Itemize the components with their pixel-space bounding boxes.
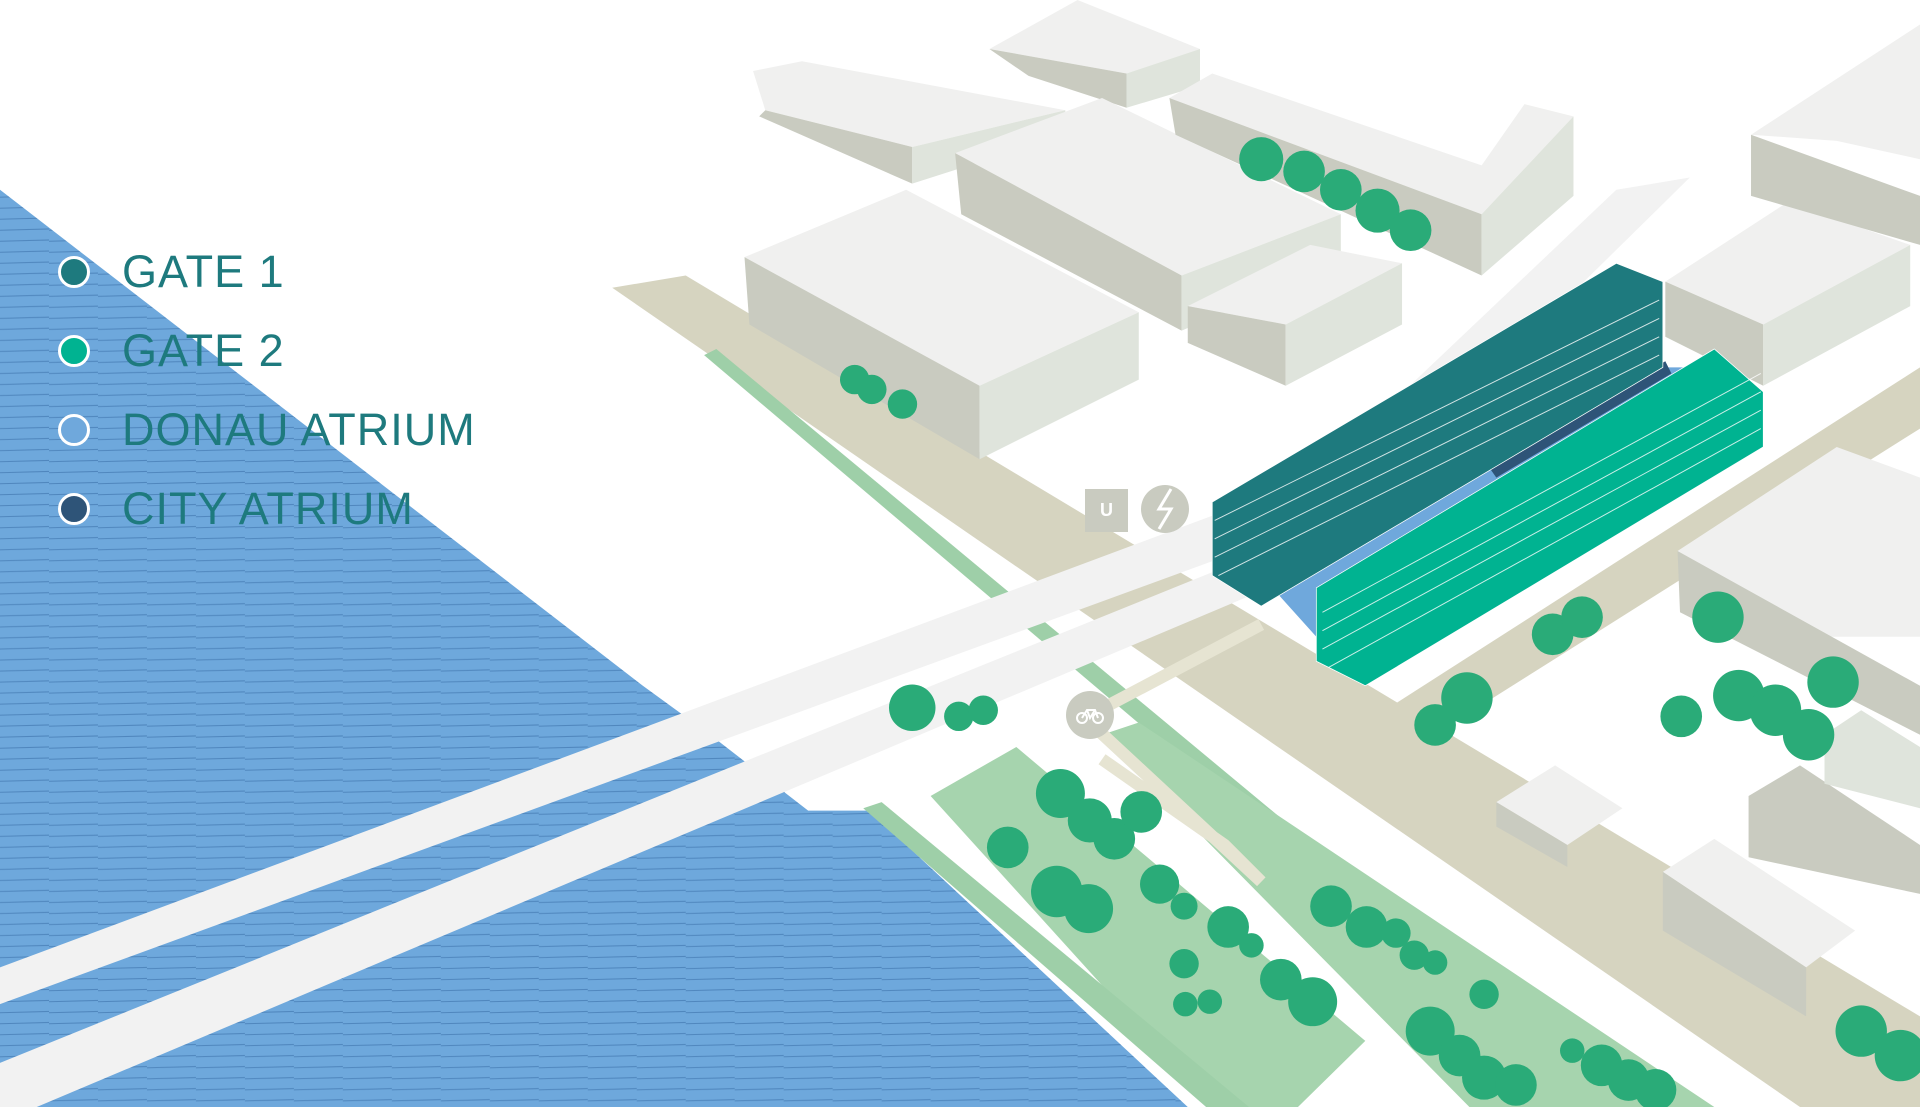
- bridge-road-1: [0, 502, 1274, 1005]
- legend-label: GATE 2: [122, 324, 285, 376]
- legend-label: CITY ATRIUM: [122, 482, 414, 534]
- gate-2-dot-icon: [58, 334, 90, 367]
- bike-path: [1085, 619, 1266, 887]
- legend-label: GATE 1: [122, 245, 285, 297]
- bike-parking-icon[interactable]: [1066, 691, 1114, 739]
- legend-label: DONAU ATRIUM: [122, 403, 476, 455]
- sbahn-zigzag-icon: [1156, 488, 1174, 530]
- donau-atrium-dot-icon: [58, 413, 90, 446]
- campus-buildings: [1211, 262, 1764, 687]
- sbahn-station-icon[interactable]: [1141, 485, 1189, 533]
- green-strip-south: [863, 802, 1249, 1107]
- legend-item-city-atrium[interactable]: CITY ATRIUM: [58, 469, 476, 548]
- city-atrium-dot-icon: [58, 492, 90, 525]
- trees: [840, 137, 1920, 1107]
- gate-1-dot-icon: [58, 255, 90, 288]
- park: [930, 746, 1366, 1107]
- gate-1-building: [1211, 262, 1664, 607]
- bridge-road-2: [0, 544, 1298, 1107]
- park-south: [1102, 722, 1715, 1107]
- city-atrium: [1487, 361, 1672, 478]
- legend-item-donau-atrium[interactable]: DONAU ATRIUM: [58, 390, 476, 469]
- legend: GATE 1 GATE 2 DONAU ATRIUM CITY ATRIUM: [58, 232, 476, 548]
- bicycle-icon: [1076, 709, 1104, 724]
- tan-road-east: [1346, 367, 1920, 760]
- legend-item-gate-2[interactable]: GATE 2: [58, 311, 476, 390]
- legend-item-gate-1[interactable]: GATE 1: [58, 232, 476, 311]
- ubahn-station-icon[interactable]: U: [1085, 489, 1128, 532]
- tan-road: [612, 275, 1920, 1107]
